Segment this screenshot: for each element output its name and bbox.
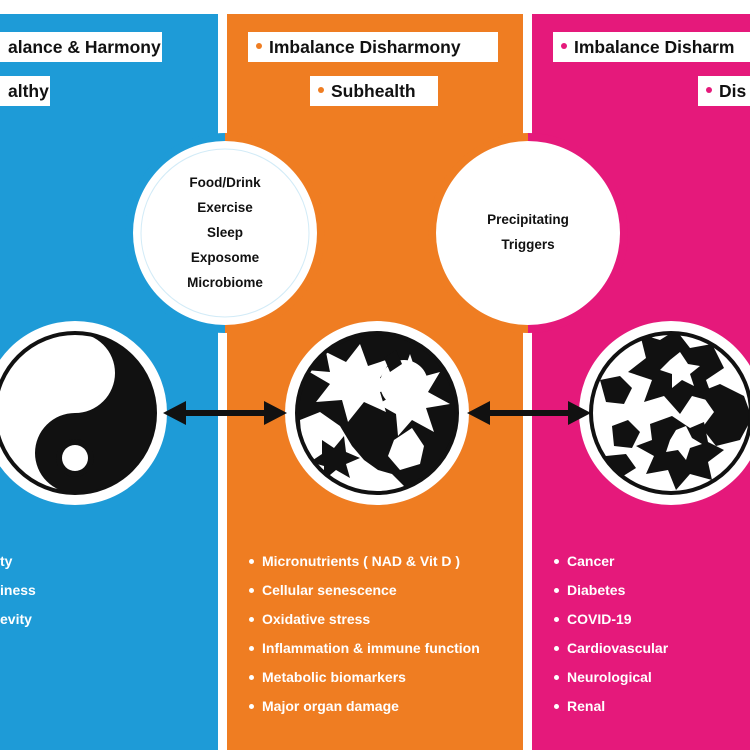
list-item: Diabetes (554, 576, 668, 605)
bullet (249, 703, 254, 709)
title-bullet (256, 43, 262, 50)
bullet (554, 558, 559, 564)
lifestyle-factor: Microbiome (187, 275, 263, 290)
list-item: Micronutrients ( NAD & Vit D ) (249, 547, 480, 576)
disease-list: Cancer Diabetes COVID-19 Cardiovascular … (554, 547, 668, 721)
bullet (249, 645, 254, 651)
lifestyle-factor: Food/Drink (189, 175, 261, 190)
list-item-text: Cancer (567, 553, 615, 569)
list-item: Cardiovascular (554, 634, 668, 663)
list-item: Neurological (554, 663, 668, 692)
subtitle-bullet (706, 87, 712, 94)
list-item: COVID-19 (554, 605, 668, 634)
list-item-text: Diabetes (567, 582, 626, 598)
subhealth-title: Imbalance Disharmony (248, 32, 498, 62)
subhealth-list: Micronutrients ( NAD & Vit D ) Cellular … (249, 547, 480, 721)
bullet (249, 616, 254, 622)
triggers-bubble (428, 133, 628, 333)
damaged-yin-yang-icon (285, 321, 469, 505)
bullet (554, 674, 559, 680)
disease-title: Imbalance Disharm (553, 32, 750, 62)
disease-title-text: Imbalance Disharm (574, 37, 735, 57)
yin-yang-icon (0, 321, 167, 505)
list-item-text: Major organ damage (262, 698, 399, 714)
bullet (554, 703, 559, 709)
bullet (554, 587, 559, 593)
list-item: Inflammation & immune function (249, 634, 480, 663)
bullet (554, 616, 559, 622)
healthy-title-text: alance & Harmony (8, 37, 161, 57)
list-item-text: evity (0, 611, 32, 627)
trigger-line: Triggers (501, 237, 555, 252)
disease-subtitle: Dis (698, 76, 750, 106)
subhealth-subtitle-text: Subhealth (331, 81, 416, 101)
subhealth-title-text: Imbalance Disharmony (269, 37, 461, 57)
list-item-text: Renal (567, 698, 606, 714)
list-item-text: Inflammation & immune function (262, 640, 480, 656)
list-item: Oxidative stress (249, 605, 480, 634)
subtitle-bullet (318, 87, 324, 94)
list-item: Cancer (554, 547, 668, 576)
lifestyle-factor: Sleep (206, 225, 244, 240)
bullet (249, 558, 254, 564)
list-item: ty (0, 547, 36, 576)
lifestyle-factor: Exposome (190, 250, 260, 265)
healthy-subtitle-text: althy (8, 81, 49, 101)
precipitating-triggers: Precipitating Triggers (458, 207, 598, 257)
trigger-line: Precipitating (487, 212, 569, 227)
list-item-text: Cardiovascular (567, 640, 669, 656)
list-item: Metabolic biomarkers (249, 663, 480, 692)
title-bullet (561, 43, 567, 50)
list-item-text: ty (0, 553, 13, 569)
lifestyle-factor: Exercise (197, 200, 253, 215)
list-item: Renal (554, 692, 668, 721)
double-arrow-icon (163, 401, 287, 425)
healthy-title: alance & Harmony (0, 32, 162, 62)
list-item-text: COVID-19 (567, 611, 632, 627)
list-item: Cellular senescence (249, 576, 480, 605)
bullet (249, 587, 254, 593)
bullet (249, 674, 254, 680)
list-item-text: iness (0, 582, 36, 598)
list-item-text: Metabolic biomarkers (262, 669, 406, 685)
shattered-circle-icon (579, 321, 750, 505)
disease-subtitle-text: Dis (719, 81, 747, 101)
list-item-text: Micronutrients ( NAD & Vit D ) (262, 553, 461, 569)
list-item-text: Cellular senescence (262, 582, 397, 598)
double-arrow-icon (467, 401, 591, 425)
healthy-list: ty iness evity (0, 547, 36, 634)
bullet (554, 645, 559, 651)
list-item-text: Oxidative stress (262, 611, 371, 627)
lifestyle-factors: Food/Drink Exercise Sleep Exposome Micro… (155, 170, 295, 295)
subhealth-subtitle: Subhealth (310, 76, 438, 106)
list-item: iness (0, 576, 36, 605)
lifestyle-bubble (125, 133, 325, 333)
healthy-subtitle: althy (0, 76, 50, 106)
list-item-text: Neurological (567, 669, 652, 685)
list-item: Major organ damage (249, 692, 480, 721)
list-item: evity (0, 605, 36, 634)
